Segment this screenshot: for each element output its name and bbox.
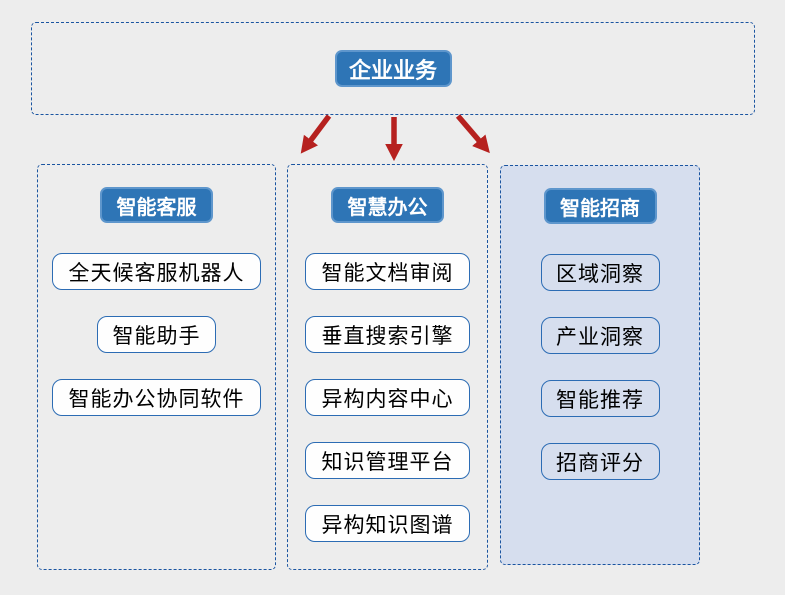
root-node-enterprise-business: 企业业务 [334,50,452,87]
arrow-left-icon [300,114,332,154]
column-header-intelligent-investment: 智能招商 [543,188,657,224]
node-intelligent-recommendation: 智能推荐 [540,380,660,417]
root-group-box: 企业业务 [31,22,755,115]
node-intelligent-assistant: 智能助手 [97,316,216,353]
node-vertical-search-engine: 垂直搜索引擎 [305,316,470,353]
node-intelligent-office-collaboration-software: 智能办公协同软件 [52,379,261,416]
column-header-intelligent-customer-service: 智能客服 [100,187,213,223]
node-investment-scoring: 招商评分 [540,443,660,480]
node-247-customer-service-robot: 全天候客服机器人 [52,253,261,290]
node-heterogeneous-knowledge-graph: 异构知识图谱 [305,505,470,542]
column-header-smart-office: 智慧办公 [331,187,444,223]
item-list: 全天候客服机器人 智能助手 智能办公协同软件 [52,253,261,416]
column-intelligent-customer-service: 智能客服 全天候客服机器人 智能助手 智能办公协同软件 [37,164,276,570]
node-regional-insight: 区域洞察 [540,254,660,291]
column-intelligent-investment: 智能招商 区域洞察 产业洞察 智能推荐 招商评分 [500,165,700,565]
branch-arrows [300,114,490,162]
node-heterogeneous-content-center: 异构内容中心 [305,379,470,416]
node-knowledge-management-platform: 知识管理平台 [305,442,470,479]
column-smart-office: 智慧办公 智能文档审阅 垂直搜索引擎 异构内容中心 知识管理平台 异构知识图谱 [287,164,488,570]
node-industry-insight: 产业洞察 [540,317,660,354]
node-intelligent-document-review: 智能文档审阅 [305,253,470,290]
item-list: 区域洞察 产业洞察 智能推荐 招商评分 [540,254,660,480]
item-list: 智能文档审阅 垂直搜索引擎 异构内容中心 知识管理平台 异构知识图谱 [305,253,470,542]
arrow-right-icon [455,114,490,154]
